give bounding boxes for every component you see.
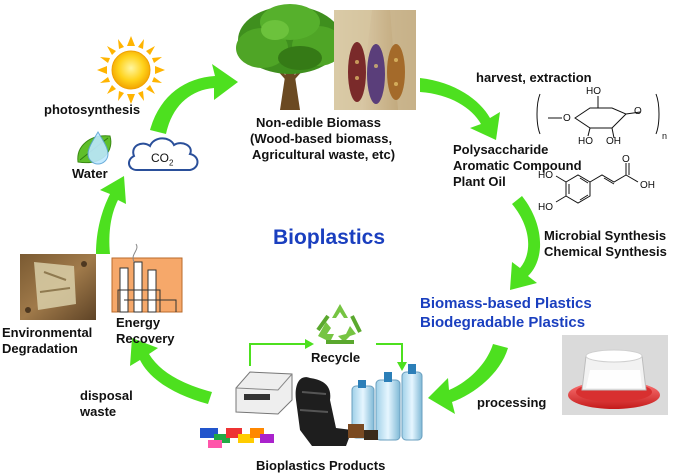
recycle-label: Recycle	[311, 350, 361, 365]
arrow-to-water	[96, 176, 126, 254]
compounds-label-line3: Plant Oil	[453, 174, 506, 189]
energy-label-line2: Recovery	[116, 331, 175, 346]
chem-oh-label-aromatic: OH	[640, 180, 655, 191]
biomass-label-line1: Non-edible Biomass	[256, 115, 381, 130]
arrow-to-compounds	[420, 78, 500, 140]
plastics-label-line2: Biodegradable Plastics	[420, 314, 586, 331]
water-label: Water	[72, 166, 108, 181]
energy-recovery-icon	[111, 243, 183, 313]
plastics-label-line1: Biomass-based Plastics	[420, 295, 592, 312]
synthesis-label-line2: Chemical Synthesis	[544, 244, 667, 259]
biomass-label-line2: (Wood-based biomass,	[250, 131, 393, 146]
compounds-label-line2: Aromatic Compound	[453, 158, 582, 173]
recycle-arrows	[249, 343, 403, 366]
sun-icon	[97, 36, 165, 104]
energy-label-line1: Energy	[116, 315, 161, 330]
chem-ho-label-aromatic: HO	[538, 170, 553, 181]
photosynthesis-label: photosynthesis	[44, 102, 141, 117]
tree-icon	[236, 4, 344, 110]
environmental-label-line2: Degradation	[2, 341, 78, 356]
recycle-icon	[316, 304, 362, 344]
arrow-to-plastics	[510, 196, 541, 290]
chem-o-label-aromatic: O	[622, 154, 630, 165]
co2-cloud-icon	[128, 137, 199, 171]
chem-n-label: n	[662, 131, 668, 141]
products-photo	[200, 364, 423, 448]
water-leaf-icon	[77, 131, 112, 165]
bioplastic-pellets-photo	[562, 335, 668, 415]
polysaccharide-structure	[536, 93, 660, 139]
arrow-to-products	[428, 344, 508, 414]
biomass-label-line3: Agricultural waste, etc)	[252, 147, 396, 162]
arrow-to-biomass	[150, 64, 238, 134]
arrow-to-environment	[130, 338, 212, 404]
harvest-label: harvest, extraction	[476, 70, 592, 85]
center-title: Bioplastics	[273, 226, 386, 249]
compounds-label-line1: Polysaccharide	[453, 142, 549, 157]
aromatic-compound-structure	[555, 163, 639, 204]
chem-ho-label: HO	[578, 136, 593, 147]
environmental-label-line1: Environmental	[2, 325, 93, 340]
chem-ho-label-aromatic-2: HO	[538, 202, 553, 213]
cycle-arrows	[96, 64, 541, 414]
corn-photo	[334, 10, 416, 110]
products-label: Bioplastics Products	[256, 458, 386, 473]
chem-o-label: O	[563, 113, 571, 124]
chem-o-label-2: O	[634, 106, 642, 117]
disposal-label-line2: waste	[80, 404, 117, 419]
processing-label: processing	[477, 395, 547, 410]
co2-label: CO2	[151, 151, 174, 168]
chem-oh-label: OH	[606, 136, 621, 147]
disposal-label-line1: disposal	[80, 388, 133, 403]
soil-degradation-photo	[20, 254, 96, 320]
chem-ho-label-top: HO	[586, 86, 601, 97]
synthesis-label-line1: Microbial Synthesis	[544, 228, 667, 243]
